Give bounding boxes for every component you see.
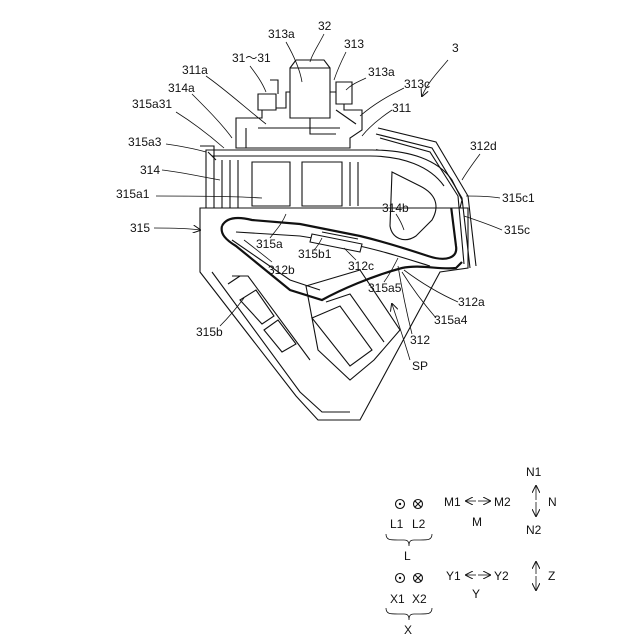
label-315c: 315c [504, 223, 530, 237]
legend-L: L1 L2 L [386, 500, 432, 564]
legend-Y: Y [472, 587, 480, 601]
legend-N2: N2 [526, 523, 542, 537]
label-315b: 315b [196, 325, 223, 339]
label-313: 313 [344, 37, 364, 51]
legend-X: X [404, 623, 412, 637]
legend-M: M [472, 515, 482, 529]
legend-M1: M1 [444, 495, 461, 509]
device-drawing [200, 60, 476, 420]
legend-Y1: Y1 [446, 569, 461, 583]
legend-Y: Y1 Y2 Y [446, 569, 509, 601]
label-315a5: 315a5 [368, 281, 402, 295]
label-31: 31〜31 [232, 51, 271, 65]
legend-N1: N1 [526, 465, 542, 479]
legend-Y2: Y2 [494, 569, 509, 583]
label-312b: 312b [268, 263, 295, 277]
legend-L1: L1 [390, 517, 404, 531]
component-32 [290, 68, 330, 118]
legend-M2: M2 [494, 495, 511, 509]
label-315a3: 315a3 [128, 135, 162, 149]
label-314b: 314b [382, 201, 409, 215]
legend-Z: Z [536, 562, 555, 590]
label-311a: 311a [182, 63, 208, 77]
legend-L2: L2 [412, 517, 426, 531]
label-312d: 312d [470, 139, 497, 153]
legend-N: N1 N2 N [526, 465, 557, 537]
label-314: 314 [140, 163, 160, 177]
legend-X2: X2 [412, 592, 427, 606]
label-311: 311 [392, 101, 411, 115]
legend-Z: Z [548, 569, 555, 583]
direction-legend: L1 L2 L M1 M2 M N1 N2 N X1 X2 [386, 465, 557, 637]
legend-N: N [548, 495, 557, 509]
label-312a: 312a [458, 295, 485, 309]
label-315c1: 315c1 [502, 191, 535, 205]
label-313a-right: 313a [368, 65, 395, 79]
label-312: 312 [410, 333, 430, 347]
label-fig: 3 [452, 41, 459, 55]
label-315a1: 315a1 [116, 187, 150, 201]
legend-M: M1 M2 M [444, 495, 511, 529]
legend-L: L [404, 549, 411, 563]
label-32: 32 [318, 19, 332, 33]
legend-X1: X1 [390, 592, 405, 606]
label-314a: 314a [168, 81, 195, 95]
label-315: 315 [130, 221, 150, 235]
label-315a31: 315a31 [132, 97, 172, 111]
label-312c: 312c [348, 259, 374, 273]
label-313c: 313c [404, 77, 430, 91]
legend-X: X1 X2 X [386, 574, 432, 638]
label-313a-top: 313a [268, 27, 295, 41]
label-315a4: 315a4 [434, 313, 468, 327]
label-SP: SP [412, 359, 428, 373]
label-315a: 315a [256, 237, 283, 251]
